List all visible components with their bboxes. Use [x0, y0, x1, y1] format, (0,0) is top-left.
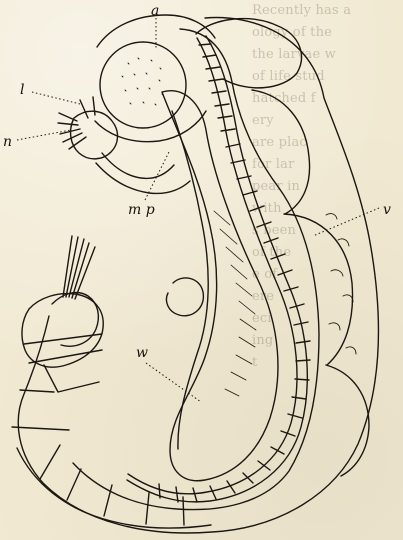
antenna-brush: [58, 97, 95, 149]
label-a: a: [151, 3, 159, 19]
head-segments-bottom: [95, 111, 206, 142]
tube-segments: [159, 44, 310, 502]
tail-plate: [22, 294, 103, 368]
tail-segment-lines: [12, 334, 102, 430]
appendage-1: [102, 153, 174, 178]
label-l: l: [20, 82, 24, 98]
label-mp: m p: [128, 202, 155, 218]
body-striations: [214, 211, 256, 396]
hook-mark: [166, 278, 203, 316]
body-outline: [18, 18, 378, 533]
dorsal-plate-2: [252, 90, 310, 214]
eye: [100, 42, 186, 128]
dorsal-plate-1: [196, 19, 301, 88]
dorsal-plate-4: [326, 365, 369, 476]
label-v: v: [383, 202, 391, 218]
label-w: w: [136, 345, 148, 361]
tail-setae: [63, 236, 95, 299]
figure-labels: a l n m p v w: [3, 3, 391, 402]
eye-stipple: [122, 58, 163, 105]
inner-tube-left: [128, 38, 297, 494]
label-n: n: [3, 134, 12, 150]
